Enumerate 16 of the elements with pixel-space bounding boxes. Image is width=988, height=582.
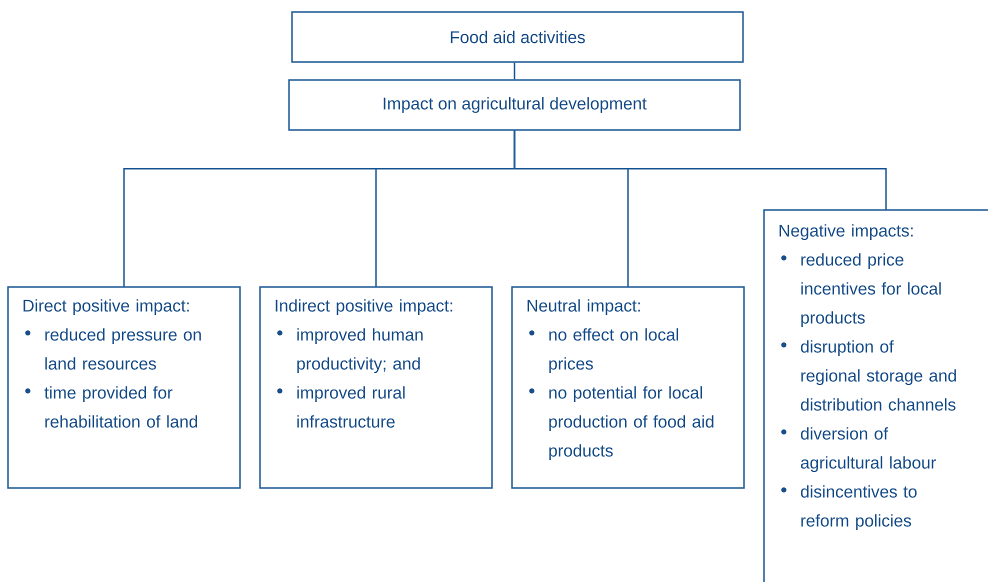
title-box: Food aid activities [291, 11, 744, 63]
list-heading: Indirect positive impact: [276, 299, 452, 316]
list-box [259, 286, 493, 489]
connector-line [514, 130, 887, 210]
connector-line [514, 62, 516, 80]
list-box [7, 286, 241, 489]
bullet-item: improved rural infrastructure [277, 386, 405, 428]
list-box [763, 209, 988, 582]
list-heading: Direct positive impact: [24, 299, 189, 316]
list-heading: Negative impacts: [780, 224, 913, 240]
bullet-item: disincentives to reform policies [781, 485, 917, 530]
list-box [511, 286, 745, 489]
bullet-item: no potential for local production of food aid products [529, 386, 714, 460]
heading-box: Impact on agricultural development [288, 79, 741, 131]
list-heading: Neutral impact: [528, 299, 640, 316]
bullet-item: time provided for rehabilitation of land [25, 386, 198, 428]
